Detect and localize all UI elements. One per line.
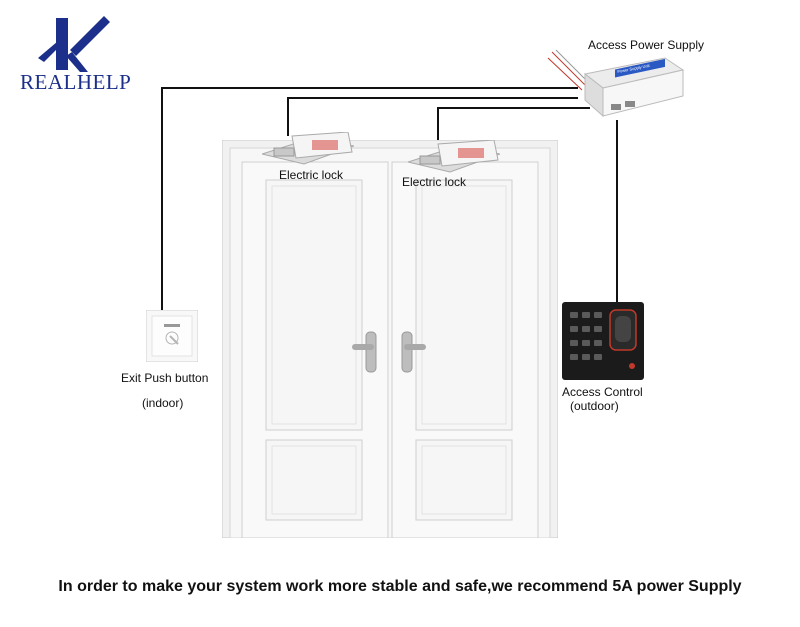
wire-to-left-lock	[287, 97, 578, 136]
access-control-keypad	[562, 302, 644, 380]
left-door-handle	[352, 330, 382, 375]
double-door	[221, 139, 559, 539]
access-control-label: Access Control	[562, 385, 643, 399]
logo-k-mark	[38, 16, 110, 72]
recommendation-text: In order to make your system work more s…	[58, 578, 742, 595]
fingerprint-keypad-icon	[562, 302, 644, 380]
power-supply-label: Access Power Supply	[588, 38, 705, 52]
electric-lock-left	[260, 131, 356, 166]
electric-lock-right-label: Electric lock	[402, 175, 467, 189]
electric-lock-left-label: Electric lock	[279, 168, 344, 182]
exit-button-label: Exit Push button	[121, 371, 209, 385]
logo-wordmark: REALHELP	[20, 70, 132, 94]
power-supply-unit: Power Supply Unit	[575, 54, 685, 120]
wire-to-exit-button	[161, 87, 578, 312]
realhelp-logo	[18, 10, 133, 95]
exit-button-note: (indoor)	[142, 396, 184, 410]
exit-push-button	[145, 309, 199, 363]
electric-lock-right	[406, 139, 502, 174]
right-door-handle	[396, 330, 426, 375]
access-control-note: (outdoor)	[570, 399, 619, 413]
wire-to-right-lock	[437, 107, 590, 150]
